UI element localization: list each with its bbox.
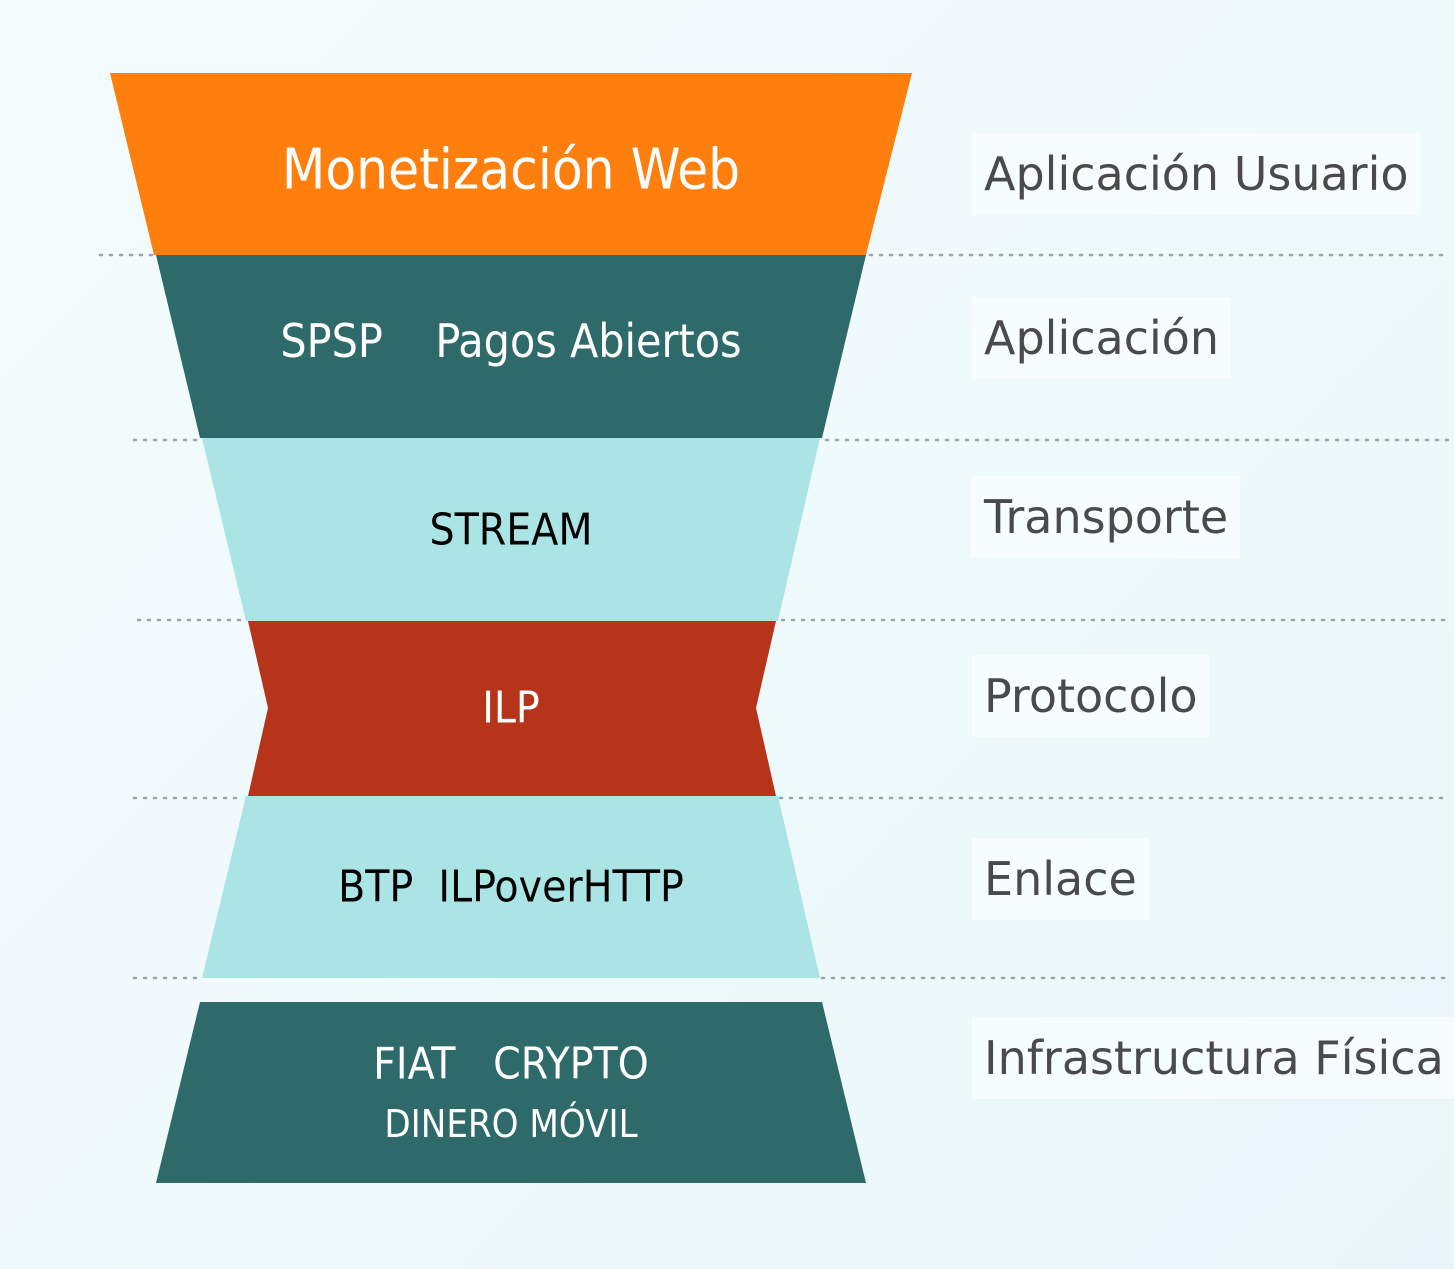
layer-label-text: Aplicación xyxy=(984,311,1219,365)
band-stream-shape xyxy=(202,438,820,621)
layer-label-backdrop xyxy=(972,133,1421,215)
band-btp: BTP ILPoverHTTP xyxy=(202,796,820,978)
band-ilp: ILP xyxy=(248,621,776,796)
layer-label-5: Enlace xyxy=(972,838,1149,920)
band-fiat-label-2: DINERO MÓVIL xyxy=(384,1102,637,1146)
band-fiat-label-1: FIAT CRYPTO xyxy=(373,1039,649,1090)
band-monetizacion-label: Monetización Web xyxy=(282,138,740,203)
layer-label-1: Aplicación Usuario xyxy=(972,133,1421,215)
layer-label-backdrop xyxy=(972,655,1210,737)
layer-label-6: Infrastructura Física xyxy=(972,1017,1454,1099)
band-fiat-shape xyxy=(156,1002,866,1183)
layer-label-backdrop xyxy=(971,476,1241,558)
band-btp-label: BTP ILPoverHTTP xyxy=(338,862,684,913)
layer-label-2: Aplicación xyxy=(972,297,1232,379)
layer-label-backdrop xyxy=(972,1017,1454,1099)
layer-label-text: Aplicación Usuario xyxy=(984,147,1409,201)
layer-label-4: Protocolo xyxy=(972,655,1210,737)
band-spsp-shape xyxy=(156,255,866,438)
band-btp-shape xyxy=(202,796,820,978)
band-fiat: FIAT CRYPTO DINERO MÓVIL xyxy=(156,1002,866,1183)
band-monetizacion: Monetización Web xyxy=(110,73,912,255)
layer-label-backdrop xyxy=(972,838,1149,920)
band-stream-label: STREAM xyxy=(429,505,592,556)
band-spsp: SPSP Pagos Abiertos xyxy=(156,255,866,438)
band-stream: STREAM xyxy=(202,438,820,621)
layer-label-text: Infrastructura Física xyxy=(984,1031,1444,1085)
band-monetizacion-shape xyxy=(110,73,912,255)
band-ilp-label: ILP xyxy=(482,683,540,734)
band-ilp-shape xyxy=(248,621,776,796)
layer-label-3: Transporte xyxy=(971,476,1241,558)
layer-label-text: Protocolo xyxy=(984,669,1198,723)
layer-label-text: Enlace xyxy=(984,852,1137,906)
band-spsp-label: SPSP Pagos Abiertos xyxy=(280,314,741,368)
layer-label-text: Transporte xyxy=(983,490,1228,544)
layer-label-backdrop xyxy=(972,297,1232,379)
